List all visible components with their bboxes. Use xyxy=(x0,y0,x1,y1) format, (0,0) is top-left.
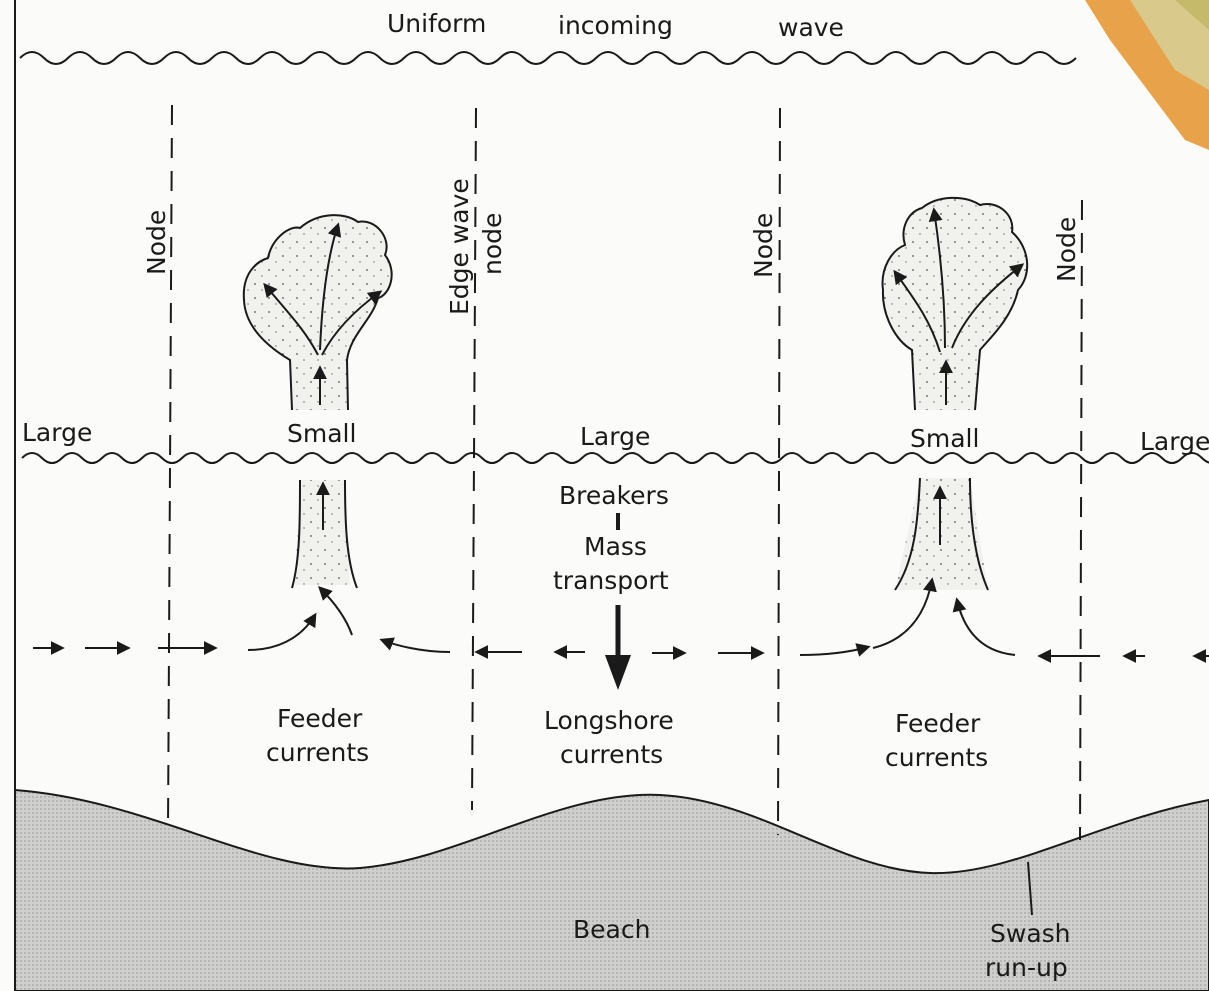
edge-wave-node-label: node xyxy=(478,213,507,275)
breakers-label: Breakers xyxy=(559,481,669,510)
incoming-wave-line xyxy=(20,52,1076,64)
rip-current-1 xyxy=(244,215,392,588)
longshore-currents-line2: currents xyxy=(560,740,663,769)
longshore-currents-line1: Longshore xyxy=(544,706,674,735)
book-corner-image xyxy=(1085,0,1209,150)
feeder-currents-2-line1: Feeder xyxy=(895,709,981,738)
title-wave: wave xyxy=(778,13,844,42)
title-incoming: incoming xyxy=(558,11,673,40)
small-label-1: Small xyxy=(287,419,356,448)
node-label-3: Node xyxy=(749,213,778,278)
transport-label: transport xyxy=(553,566,669,595)
title-uniform: Uniform xyxy=(387,9,486,38)
mass-label: Mass xyxy=(584,532,647,561)
large-label-right: Large xyxy=(1140,427,1209,456)
node-line-4 xyxy=(1080,200,1082,840)
feeder-currents-1-line1: Feeder xyxy=(277,704,363,733)
small-label-2: Small xyxy=(910,424,979,453)
mass-transport-arrow xyxy=(605,605,631,690)
node-label-4: Node xyxy=(1052,217,1081,282)
large-label-center: Large xyxy=(580,422,650,451)
rip-current-2 xyxy=(883,198,1028,590)
swash-label: Swash xyxy=(990,919,1071,948)
feeder-currents-1-line2: currents xyxy=(266,738,369,767)
large-label-left: Large xyxy=(22,418,92,447)
feeder-currents-2-line2: currents xyxy=(885,743,988,772)
beach-label: Beach xyxy=(573,915,650,944)
node-label-1: Node xyxy=(142,210,171,275)
node-line-3 xyxy=(778,108,780,835)
run-up-label: run-up xyxy=(985,953,1068,982)
edge-wave-label: Edge wave xyxy=(445,178,474,315)
breaker-line xyxy=(22,453,1209,463)
